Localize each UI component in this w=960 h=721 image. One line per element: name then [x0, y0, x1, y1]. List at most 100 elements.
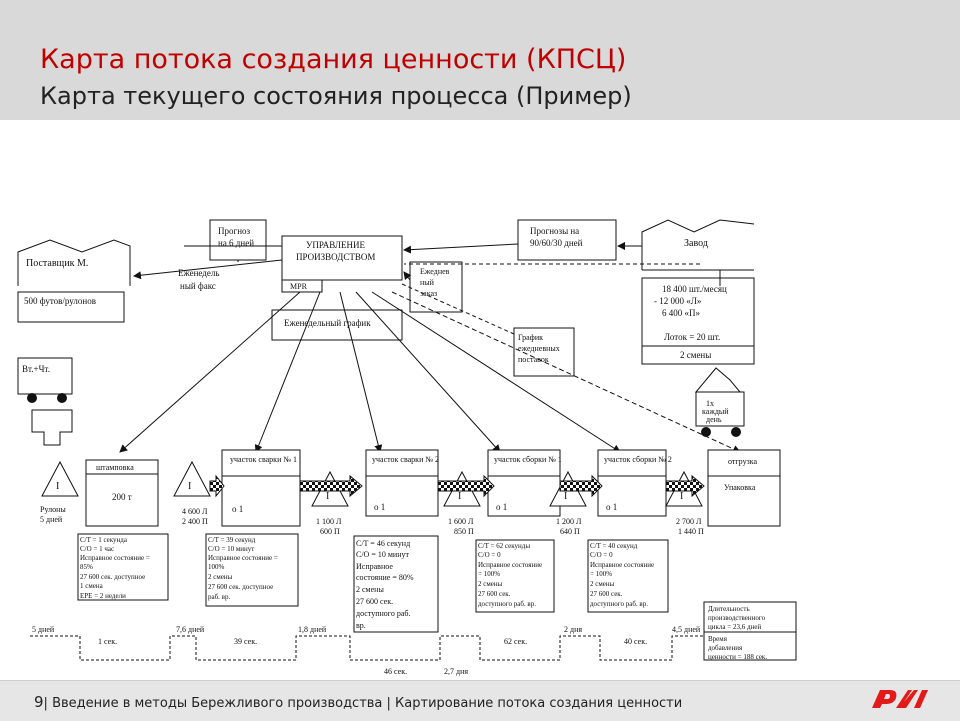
- svg-text:C/T = 46 секунд: C/T = 46 секунд: [356, 539, 410, 548]
- data-box-welding-1: C/T = 39 секунд C/O = 10 минут Исправное…: [205, 533, 299, 607]
- svg-text:день: день: [706, 415, 722, 424]
- svg-text:C/O = 0: C/O = 0: [590, 551, 613, 559]
- svg-text:40 сек.: 40 сек.: [624, 637, 647, 646]
- svg-text:1 100 Л: 1 100 Л: [316, 517, 342, 526]
- customer-factory-box: Завод 18 400 шт./месяц - 12 000 «Л» 6 40…: [641, 219, 755, 365]
- footer-caption: Введение в методы Бережливого производст…: [52, 696, 683, 711]
- svg-text:1,8 дней: 1,8 дней: [298, 625, 327, 634]
- slide-header: Карта потока создания ценности (КПСЦ) Ка…: [0, 0, 960, 120]
- factory-label: Завод: [684, 238, 708, 249]
- svg-text:= 100%: = 100%: [478, 570, 500, 578]
- svg-text:ный: ный: [420, 278, 435, 287]
- process-assembly-2: участок сборки № 2 о 1: [597, 449, 672, 517]
- mrp-label: MPR: [290, 282, 308, 291]
- svg-text:C/T = 39 секунд: C/T = 39 секунд: [208, 536, 256, 544]
- svg-text:27 600 сек.: 27 600 сек.: [590, 590, 623, 598]
- svg-text:I: I: [458, 491, 461, 502]
- supplier-box: Поставщик М. 500 футов/рулонов: [17, 239, 131, 323]
- svg-text:1х: 1х: [706, 399, 714, 408]
- process-assembly-1: участок сборки № 1 о 1: [487, 449, 562, 517]
- process-shipping: отгрузка Упаковка: [707, 449, 781, 527]
- page-subtitle: Карта текущего состояния процесса (Приме…: [40, 82, 632, 110]
- weekly-fax-box: Еженедель ный факс: [178, 268, 219, 291]
- svg-text:39 сек.: 39 сек.: [234, 637, 257, 646]
- inventory-1: I 4 600 Л 2 400 П: [173, 460, 211, 526]
- svg-text:C/O = 1 час: C/O = 1 час: [80, 545, 114, 553]
- svg-text:Исправное состояние: Исправное состояние: [478, 561, 542, 569]
- svg-text:2 дня: 2 дня: [564, 625, 582, 634]
- svg-text:27 600 сек.: 27 600 сек.: [478, 590, 511, 598]
- svg-text:640 П: 640 П: [560, 527, 580, 536]
- svg-text:27 600 сек. доступное: 27 600 сек. доступное: [208, 583, 273, 591]
- svg-text:Прогноз: Прогноз: [218, 226, 251, 236]
- svg-text:Исправное состояние: Исправное состояние: [590, 561, 654, 569]
- svg-text:90/60/30 дней: 90/60/30 дней: [530, 238, 583, 248]
- svg-text:850 П: 850 П: [454, 527, 474, 536]
- svg-text:ценности = 188 сек.: ценности = 188 сек.: [708, 653, 767, 661]
- svg-text:C/T = 40 секунд: C/T = 40 секунд: [590, 542, 638, 550]
- data-box-welding-2: C/T = 46 секунд C/O = 10 минут Исправное…: [353, 535, 439, 633]
- svg-text:раб. вр.: раб. вр.: [208, 593, 230, 601]
- svg-text:ежедневных: ежедневных: [518, 344, 560, 353]
- push-arrows: [209, 474, 705, 498]
- lead-time-box: Длительность производственного цикла = 2…: [703, 601, 797, 661]
- process-welding-1: участок сварки № 1 о 1: [221, 449, 301, 527]
- svg-text:производственного: производственного: [708, 614, 766, 622]
- svg-text:5 дней: 5 дней: [40, 515, 63, 524]
- inventory-raw-coils: I Рулоны 5 дней: [40, 460, 79, 524]
- svg-text:Исправное состояние =: Исправное состояние =: [80, 554, 150, 562]
- svg-text:доступного раб. вр.: доступного раб. вр.: [478, 600, 536, 608]
- svg-text:отгрузка: отгрузка: [728, 457, 757, 466]
- weekly-schedule-box: Еженедельный график: [271, 309, 403, 341]
- svg-text:заказ: заказ: [420, 289, 437, 298]
- page-number: 9: [34, 693, 44, 711]
- svg-text:6 400 «П»: 6 400 «П»: [662, 308, 700, 318]
- supplier-label: Поставщик М.: [26, 258, 88, 269]
- svg-text:C/O = 0: C/O = 0: [478, 551, 501, 559]
- svg-text:18 400 шт./месяц: 18 400 шт./месяц: [662, 284, 727, 294]
- svg-text:62 сек.: 62 сек.: [504, 637, 527, 646]
- supplier-qty: 500 футов/рулонов: [24, 296, 96, 306]
- svg-text:Еженедельный график: Еженедельный график: [284, 318, 371, 328]
- svg-text:Ежеднев: Ежеднев: [420, 267, 450, 276]
- svg-text:I: I: [188, 481, 191, 492]
- svg-text:1 сек.: 1 сек.: [98, 637, 117, 646]
- svg-text:I: I: [326, 491, 329, 502]
- slide-footer: 9| Введение в методы Бережливого произво…: [0, 680, 960, 721]
- svg-text:1 200 Л: 1 200 Л: [556, 517, 582, 526]
- svg-text:27 600 сек. доступное: 27 600 сек. доступное: [80, 573, 145, 581]
- svg-text:100%: 100%: [208, 563, 225, 571]
- svg-text:7,6 дней: 7,6 дней: [176, 625, 205, 634]
- svg-text:о 1: о 1: [232, 504, 243, 514]
- svg-text:Исправное: Исправное: [356, 562, 393, 571]
- production-control-box: УПРАВЛЕНИЕ ПРОИЗВОДСТВОМ MPR: [281, 235, 403, 293]
- svg-text:участок сварки № 1: участок сварки № 1: [230, 455, 297, 464]
- svg-text:участок сварки № 2: участок сварки № 2: [372, 455, 439, 464]
- svg-text:2 700 Л: 2 700 Л: [676, 517, 702, 526]
- svg-text:Исправное состояние =: Исправное состояние =: [208, 554, 278, 562]
- svg-text:доступного раб.: доступного раб.: [356, 609, 410, 618]
- svg-text:2 смены: 2 смены: [680, 350, 711, 360]
- svg-text:C/T = 62 секунды: C/T = 62 секунды: [478, 542, 530, 550]
- customer-truck-icon: 1х каждый день: [694, 367, 745, 437]
- svg-text:каждый: каждый: [702, 407, 729, 416]
- svg-text:Лоток = 20 шт.: Лоток = 20 шт.: [664, 332, 720, 342]
- svg-text:I: I: [680, 491, 683, 502]
- svg-text:на 6 дней: на 6 дней: [218, 238, 254, 248]
- rzd-logo-icon: [868, 684, 930, 719]
- svg-text:600 П: 600 П: [320, 527, 340, 536]
- svg-text:График: График: [518, 333, 543, 342]
- svg-text:5 дней: 5 дней: [32, 625, 55, 634]
- svg-text:Рулоны: Рулоны: [40, 505, 66, 514]
- svg-text:Еженедель: Еженедель: [178, 268, 219, 278]
- svg-text:46 сек.: 46 сек.: [384, 667, 407, 676]
- svg-text:I: I: [56, 481, 59, 492]
- svg-text:УПРАВЛЕНИЕ: УПРАВЛЕНИЕ: [306, 240, 365, 250]
- svg-text:Длительность: Длительность: [708, 605, 750, 613]
- svg-text:2,7 дня: 2,7 дня: [444, 667, 468, 676]
- svg-text:4 600 Л: 4 600 Л: [182, 507, 208, 516]
- svg-text:ный факс: ный факс: [180, 281, 216, 291]
- supplier-truck-icon: Вт.+Чт.: [17, 357, 73, 446]
- vsm-diagram: Поставщик М. 500 футов/рулонов Вт.+Чт. П…: [0, 200, 960, 680]
- svg-text:- 12 000 «Л»: - 12 000 «Л»: [654, 296, 701, 306]
